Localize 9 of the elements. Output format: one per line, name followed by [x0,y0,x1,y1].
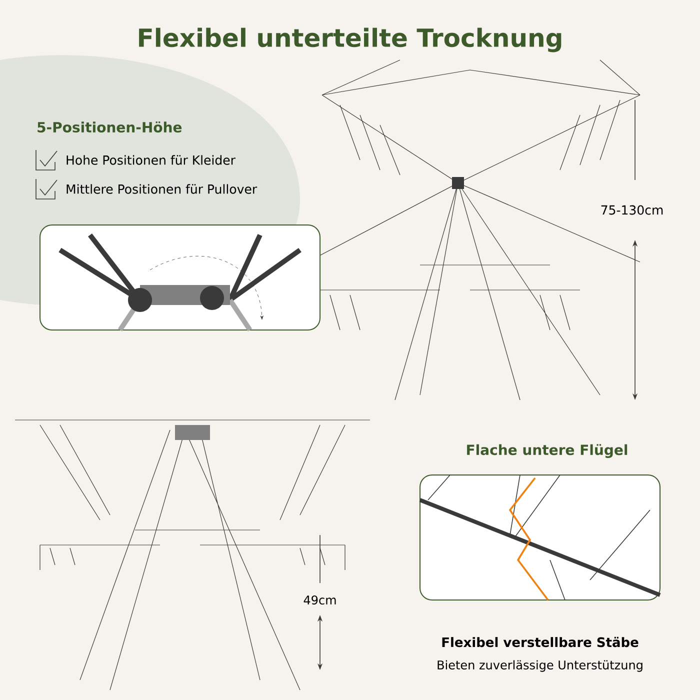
caption: Flexibel verstellbare Stäbe [442,636,638,648]
heading: Flache untere Flügel [467,444,628,458]
feature-text: Hohe Positionen für Kleider [66,155,236,165]
title: Flexibel unterteilte Trocknung [139,28,562,52]
feature-text: Mittlere Positionen für Pullover [66,184,258,194]
dimension-label: 49cm [304,595,336,605]
caption: Bieten zuverlässige Unterstützung [438,660,642,672]
dimension-label: 75-130cm [601,205,663,215]
heading: 5-Positionen-Höhe [38,121,182,133]
